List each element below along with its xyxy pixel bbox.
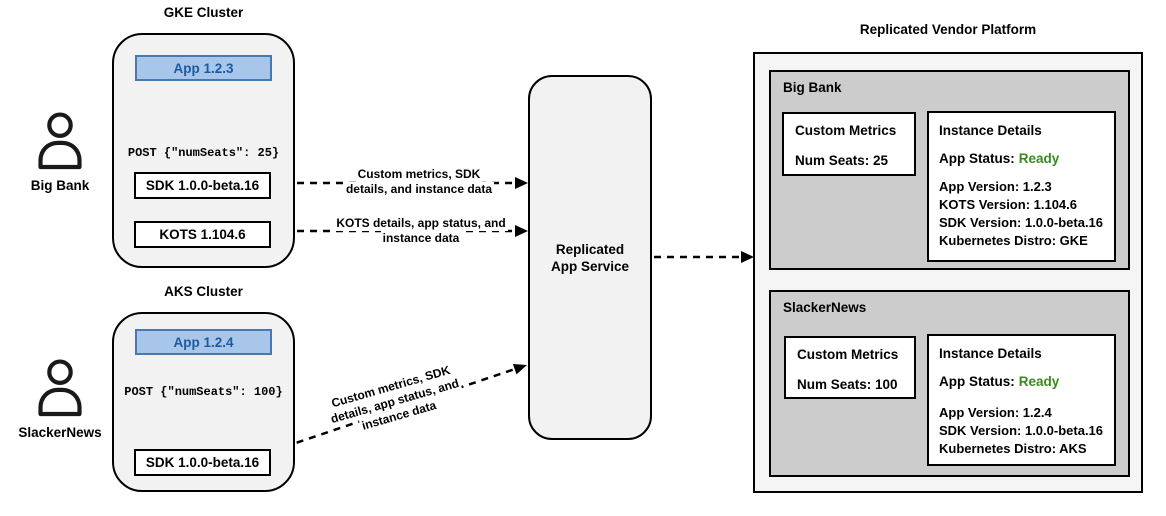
custom-metrics-box: Custom Metrics Num Seats: 25 bbox=[782, 112, 916, 176]
app-version-box: App 1.2.3 bbox=[135, 55, 272, 81]
detail-line: SDK Version: 1.0.0-beta.16 bbox=[939, 215, 1104, 230]
instance-details-title: Instance Details bbox=[939, 346, 1042, 361]
tenant-big-bank: Big Bank Custom Metrics Num Seats: 25 In… bbox=[769, 70, 1130, 270]
service-title-line: App Service bbox=[550, 258, 630, 274]
app-status-value: Ready bbox=[1018, 151, 1060, 166]
kots-connection-label: KOTS details, app status, and instance d… bbox=[325, 216, 517, 246]
sdk-box: SDK 1.0.0-beta.16 bbox=[134, 172, 271, 199]
instance-details-title: Instance Details bbox=[939, 123, 1042, 138]
platform-title: Replicated Vendor Platform bbox=[859, 22, 1037, 37]
app-status-value: Ready bbox=[1018, 374, 1060, 389]
instance-detail-lines: App Version: 1.2.3 KOTS Version: 1.104.6… bbox=[939, 178, 1103, 250]
kots-box: KOTS 1.104.6 bbox=[134, 221, 271, 248]
user-slackernews: SlackerNews bbox=[8, 359, 112, 440]
service-title-line: Replicated bbox=[555, 241, 625, 257]
aks-cluster-box: App 1.2.4 POST {"numSeats": 100} SDK 1.0… bbox=[112, 312, 295, 492]
detail-line: KOTS Version: 1.104.6 bbox=[939, 197, 1078, 212]
aks-sdk-connection-label: Custom metrics, SDK details, app status,… bbox=[308, 357, 482, 447]
user-label: Big Bank bbox=[30, 178, 90, 193]
detail-line: App Version: 1.2.3 bbox=[939, 179, 1052, 194]
app-status-label: App Status: bbox=[939, 374, 1015, 389]
post-numseats-text: POST {"numSeats": 25} bbox=[127, 146, 280, 160]
label-line: KOTS details, app status, and bbox=[334, 216, 508, 231]
cluster-title-aks: AKS Cluster bbox=[164, 284, 243, 299]
app-status-line: App Status:Ready bbox=[939, 374, 1059, 389]
user-label: SlackerNews bbox=[18, 425, 102, 440]
person-icon bbox=[38, 359, 82, 417]
tenant-name: SlackerNews bbox=[783, 300, 867, 315]
service-to-platform-arrow bbox=[654, 251, 754, 263]
sdk-connection-label: Custom metrics, SDK details, and instanc… bbox=[333, 167, 505, 197]
vendor-platform-box: Big Bank Custom Metrics Num Seats: 25 In… bbox=[753, 52, 1143, 493]
detail-line: Kubernetes Distro: GKE bbox=[939, 233, 1088, 248]
app-status-label: App Status: bbox=[939, 151, 1015, 166]
instance-details-box: Instance Details App Status:Ready App Ve… bbox=[927, 334, 1116, 466]
label-line: Custom metrics, SDK bbox=[355, 167, 483, 182]
custom-metrics-value: Num Seats: 25 bbox=[795, 153, 889, 168]
replicated-app-service-box: Replicated App Service bbox=[528, 75, 652, 440]
post-numseats-text: POST {"numSeats": 100} bbox=[124, 385, 283, 399]
detail-line: SDK Version: 1.0.0-beta.16 bbox=[939, 423, 1104, 438]
sdk-box: SDK 1.0.0-beta.16 bbox=[134, 449, 271, 476]
tenant-slackernews: SlackerNews Custom Metrics Num Seats: 10… bbox=[769, 290, 1130, 477]
custom-metrics-title: Custom Metrics bbox=[797, 347, 899, 362]
custom-metrics-value: Num Seats: 100 bbox=[797, 377, 898, 392]
label-line: instance data bbox=[380, 231, 462, 246]
tenant-name: Big Bank bbox=[783, 80, 842, 95]
detail-line: Kubernetes Distro: AKS bbox=[939, 441, 1087, 456]
label-line: details, and instance data bbox=[343, 182, 495, 197]
custom-metrics-box: Custom Metrics Num Seats: 100 bbox=[784, 336, 916, 399]
instance-details-box: Instance Details App Status:Ready App Ve… bbox=[927, 111, 1116, 262]
person-icon bbox=[38, 112, 82, 170]
custom-metrics-title: Custom Metrics bbox=[795, 123, 897, 138]
app-version-box: App 1.2.4 bbox=[135, 329, 272, 355]
cluster-title-gke: GKE Cluster bbox=[163, 5, 244, 20]
detail-line: App Version: 1.2.4 bbox=[939, 405, 1052, 420]
instance-detail-lines: App Version: 1.2.4 SDK Version: 1.0.0-be… bbox=[939, 404, 1103, 458]
gke-cluster-box: App 1.2.3 POST {"numSeats": 25} SDK 1.0.… bbox=[112, 33, 295, 268]
app-status-line: App Status:Ready bbox=[939, 151, 1059, 166]
user-big-bank: Big Bank bbox=[8, 112, 112, 193]
